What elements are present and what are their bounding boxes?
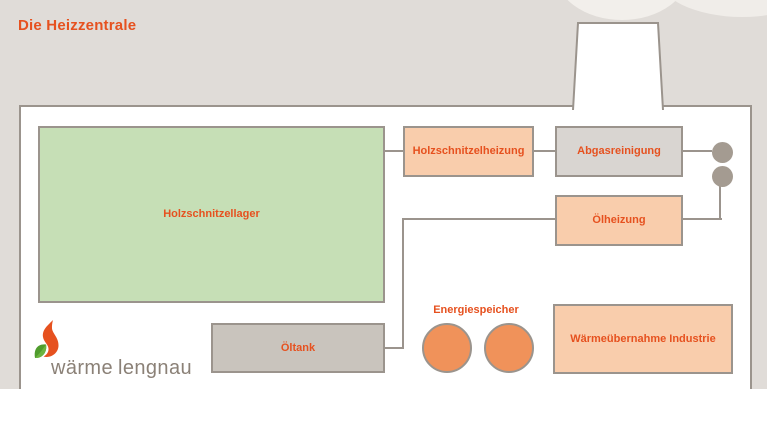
- page-title: Die Heizzentrale: [18, 17, 137, 34]
- node-label: Holzschnitzelheizung: [412, 145, 525, 158]
- node-abgasreinigung: Abgasreinigung: [555, 126, 683, 177]
- connector-heizung-abgas: [534, 150, 555, 152]
- connector-oelheizung-flue: [719, 184, 721, 220]
- flue-outlet-circle: [712, 142, 733, 163]
- energiespeicher-tank-circle: [422, 323, 472, 373]
- connector-oelheizung-flue: [683, 218, 722, 220]
- node-label: Wärmeübernahme Industrie: [570, 332, 716, 345]
- node-label: Abgasreinigung: [577, 145, 661, 158]
- node-label: Ölheizung: [592, 214, 646, 227]
- connector-oelheizung-oeltank: [402, 218, 555, 220]
- node-waermeuebernahme-industrie: Wärmeübernahme Industrie: [553, 304, 733, 374]
- flue-outlet-circle: [712, 166, 733, 187]
- node-label: Holzschnitzellager: [163, 208, 260, 221]
- node-holzschnitzelheizung: Holzschnitzelheizung: [403, 126, 534, 177]
- node-oeltank: Öltank: [211, 323, 385, 373]
- energiespeicher-label: Energiespeicher: [433, 304, 519, 316]
- connector-lager-heizung: [385, 150, 403, 152]
- connector-oelheizung-oeltank: [402, 218, 404, 349]
- connector-oelheizung-oeltank: [385, 347, 404, 349]
- node-holzschnitzellager: Holzschnitzellager: [38, 126, 385, 303]
- logo-word-lengnau: lengnau: [118, 357, 192, 379]
- connector-abgas-flue: [683, 150, 712, 152]
- flame-leaf-logo-icon: [34, 320, 59, 359]
- energiespeicher-tank-circle: [484, 323, 534, 373]
- node-label: Öltank: [280, 341, 316, 354]
- chimney: [572, 22, 664, 111]
- logo-word-waerme: wärme: [51, 357, 114, 379]
- node-oelheizung: Ölheizung: [555, 195, 683, 246]
